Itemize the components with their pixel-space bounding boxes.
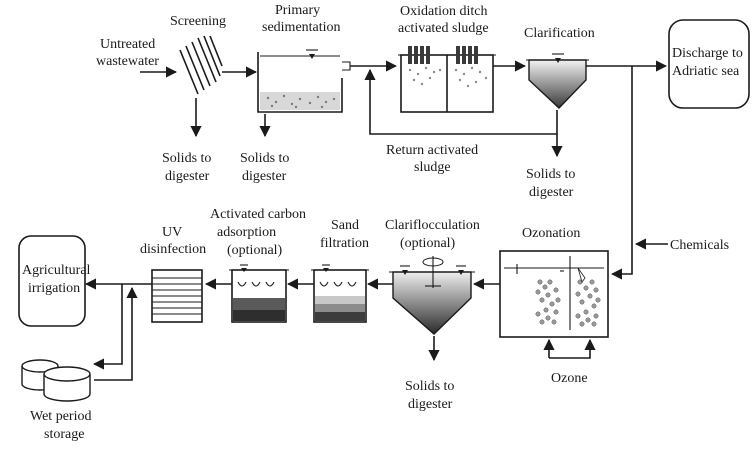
sand-label-2: filtration — [320, 236, 369, 251]
carbon-label-3: (optional) — [227, 243, 283, 258]
oxidation-ditch-tank — [398, 46, 496, 113]
agri-label-2: irrigation — [28, 281, 80, 296]
clarifloc-label-1: Clariflocculation — [385, 218, 480, 233]
primary-label-2: sedimentation — [262, 20, 341, 35]
clarifloc-label-2: (optional) — [400, 236, 456, 251]
oxidation-label-1: Oxidation ditch — [400, 4, 488, 19]
untreated-label-1: Untreated — [100, 37, 155, 52]
return-label-1: Return activated — [386, 143, 478, 158]
solids-screen-label-2: digester — [165, 169, 210, 184]
wet-label-2: storage — [44, 427, 84, 442]
clarification-label: Clarification — [524, 26, 595, 41]
ozone-label: Ozone — [551, 371, 588, 386]
carbon-adsorption-unit — [229, 264, 289, 323]
oxidation-label-2: activated sludge — [398, 21, 489, 36]
discharge-label-2: Adriatic sea — [672, 64, 740, 79]
solids-clar-label-1: Solids to — [526, 167, 575, 182]
solids-floc-label-1: Solids to — [405, 379, 454, 394]
untreated-label-2: wastewater — [96, 54, 159, 69]
flow-arrow-from-storage — [94, 286, 138, 381]
ozonation-label: Ozonation — [522, 226, 580, 241]
solids-clar-label-2: digester — [529, 185, 574, 200]
uv-disinfection-unit — [151, 269, 203, 323]
agri-label-1: Agricultural — [22, 263, 91, 278]
discharge-label-1: Discharge to — [672, 46, 743, 61]
uv-label-1: UV — [162, 225, 182, 240]
screening-unit — [179, 35, 223, 95]
flow-arrow-to-storage — [92, 284, 123, 370]
ozonation-tank — [499, 250, 609, 338]
return-sludge-line — [364, 68, 558, 135]
wet-label-1: Wet period — [30, 409, 91, 424]
discharge-box — [668, 19, 750, 109]
primary-sedimentation-tank — [257, 49, 351, 113]
carbon-label-1: Activated carbon — [210, 207, 306, 222]
solids-floc-label-2: digester — [408, 397, 453, 412]
flow-arrow-ozone-b — [549, 338, 596, 359]
flow-arrow-to-ozonation — [610, 66, 633, 280]
storage-tanks-icon — [21, 359, 91, 402]
carbon-label-2: adsorption — [217, 225, 276, 240]
screening-label: Screening — [170, 14, 226, 29]
uv-label-2: disinfection — [140, 242, 206, 257]
clariflocculation-unit — [389, 256, 475, 335]
sand-filter-unit — [311, 264, 369, 323]
return-label-2: sludge — [414, 160, 451, 175]
solids-primary-label-2: digester — [242, 169, 287, 184]
solids-screen-label-1: Solids to — [162, 151, 211, 166]
irrigation-box — [18, 235, 86, 327]
sand-label-1: Sand — [331, 218, 359, 233]
primary-label-1: Primary — [275, 3, 320, 18]
solids-primary-label-1: Solids to — [240, 151, 289, 166]
chemicals-label: Chemicals — [670, 238, 729, 253]
clarifier-unit — [526, 53, 589, 109]
